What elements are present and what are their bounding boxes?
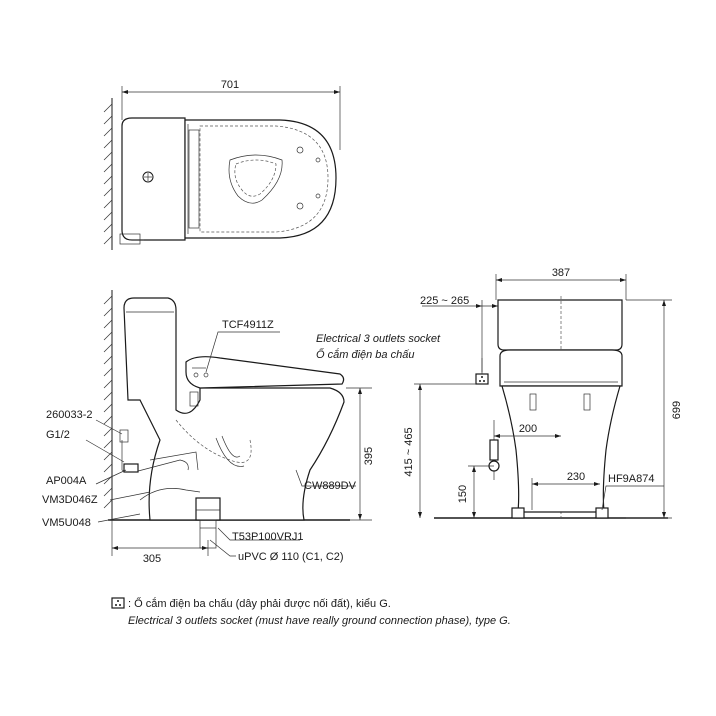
top-view: 701: [103, 79, 341, 250]
flush-button-icon: [142, 171, 154, 183]
part-vm3d046z: VM3D046Z: [42, 494, 98, 506]
part-tcf4911z: TCF4911Z: [222, 319, 274, 331]
side-view: 395 305 TCF4911Z 260033-2 G1/2 AP004A VM…: [42, 290, 375, 565]
dim-305: 305: [143, 553, 161, 565]
part-t53p100vrj1: T53P100VRJ1: [232, 531, 304, 543]
dim-225-265: 225 ~ 265: [420, 295, 469, 307]
dim-699: 699: [671, 401, 683, 419]
part-vm5u048: VM5U048: [42, 517, 91, 529]
dim-415-465: 415 ~ 465: [403, 427, 415, 476]
front-view: 387 225 ~ 265 415 ~ 465: [316, 267, 683, 519]
legend-vi: : Ổ cắm điện ba chấu (dây phải được nối …: [128, 597, 391, 610]
wall-hatch-side: [103, 295, 113, 509]
socket-label-vi: Ổ cắm điện ba chấu: [316, 348, 414, 361]
dim-395: 395: [363, 447, 375, 465]
socket-legend-icon: [111, 597, 125, 609]
dim-150: 150: [457, 485, 469, 503]
part-cw889dv: CW889DV: [304, 480, 357, 492]
legend: : Ổ cắm điện ba chấu (dây phải được nối …: [111, 597, 511, 627]
part-hf9a874: HF9A874: [608, 473, 654, 485]
dim-387: 387: [552, 267, 570, 279]
legend-en: Electrical 3 outlets socket (must have r…: [128, 615, 511, 627]
part-260033-2: 260033-2: [46, 409, 93, 421]
part-g12: G1/2: [46, 429, 70, 441]
dim-701: 701: [221, 79, 239, 91]
part-ap004a: AP004A: [46, 475, 87, 487]
dim-230: 230: [567, 471, 585, 483]
socket-label-en: Electrical 3 outlets socket: [316, 333, 441, 345]
part-upvc-pipe: uPVC Ø 110 (C1, C2): [238, 551, 344, 563]
socket-icon: [475, 373, 489, 385]
dim-200: 200: [519, 423, 537, 435]
wall-hatch-top: [103, 103, 113, 245]
